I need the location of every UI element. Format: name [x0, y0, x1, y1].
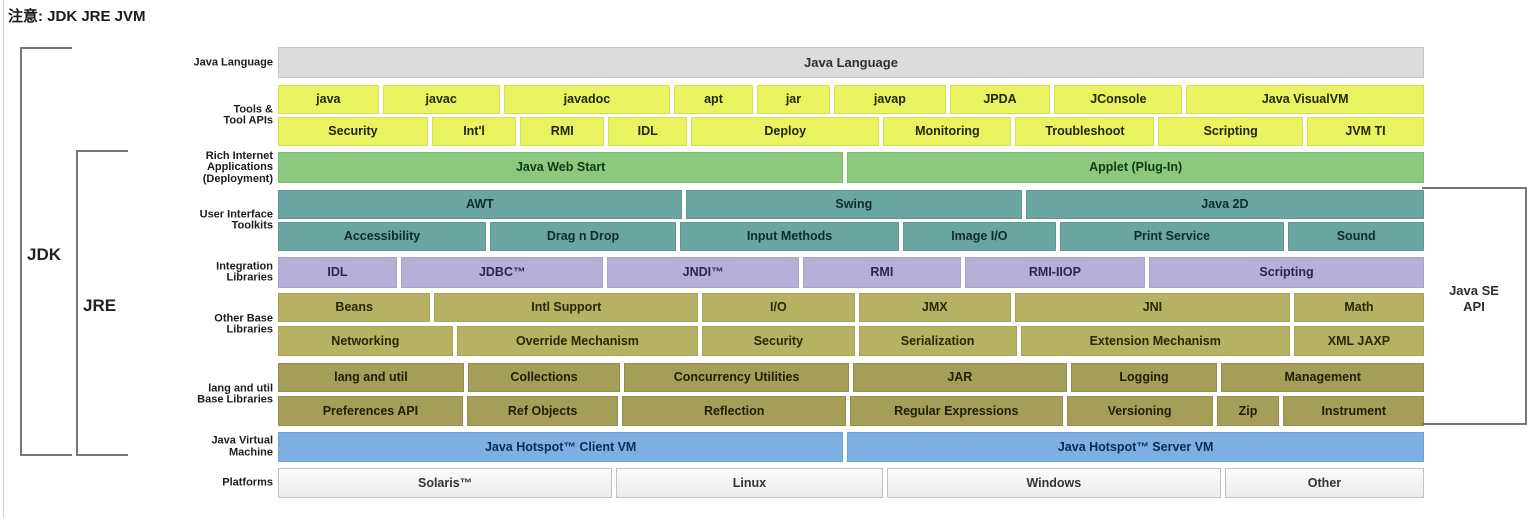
cell-drag-n-drop: Drag n Drop — [490, 222, 676, 251]
cell-idl: IDL — [278, 257, 397, 288]
row-label-tools: Tools & Tool APIs — [223, 103, 274, 127]
cell-jndi: JNDI™ — [607, 257, 799, 288]
cell-concurrency-utilities: Concurrency Utilities — [624, 363, 849, 392]
cell-jconsole: JConsole — [1054, 85, 1183, 114]
cell-java-language: Java Language — [278, 47, 1424, 78]
cell-lang-and-util: lang and util — [278, 363, 464, 392]
cell-i-o: I/O — [702, 293, 855, 322]
cell-scripting: Scripting — [1149, 257, 1424, 288]
cell-jmx: JMX — [858, 293, 1011, 322]
cell-java-web-start: Java Web Start — [278, 152, 844, 183]
cell-logging: Logging — [1070, 363, 1218, 392]
cell-security: Security — [278, 117, 428, 146]
jdk-bracket — [20, 47, 72, 456]
cell-print-service: Print Service — [1059, 222, 1285, 251]
cell-java-hotspot-client-vm: Java Hotspot™ Client VM — [278, 432, 844, 462]
row-label-platforms: Platforms — [222, 476, 273, 489]
cell-networking: Networking — [278, 326, 453, 356]
row-lang: Java Language — [278, 47, 1424, 78]
window-edge-line — [3, 0, 4, 518]
cell-extension-mechanism: Extension Mechanism — [1020, 326, 1290, 356]
cell-input-methods: Input Methods — [679, 222, 900, 251]
row-label-base: Other Base Libraries — [214, 312, 273, 336]
cell-int-l: Int'l — [431, 117, 517, 146]
jdk-label: JDK — [27, 245, 62, 264]
cell-beans: Beans — [278, 293, 431, 322]
java-se-api-bracket — [1422, 187, 1527, 425]
cell-linux: Linux — [616, 468, 883, 498]
row-label-ria: Rich Internet Applications (Deployment) — [202, 149, 273, 185]
cell-jvm-ti: JVM TI — [1306, 117, 1424, 146]
cell-idl: IDL — [608, 117, 688, 146]
cell-awt: AWT — [278, 190, 682, 219]
cell-applet-plug-in: Applet (Plug-In) — [847, 152, 1424, 183]
cell-monitoring: Monitoring — [883, 117, 1012, 146]
cell-jdbc: JDBC™ — [400, 257, 604, 288]
cell-javap: javap — [834, 85, 946, 114]
cell-windows: Windows — [886, 468, 1221, 498]
cell-accessibility: Accessibility — [278, 222, 487, 251]
cell-java: java — [278, 85, 379, 114]
cell-java-visualvm: Java VisualVM — [1186, 85, 1424, 114]
row-label-integration: Integration Libraries — [216, 260, 273, 284]
cell-other: Other — [1224, 468, 1424, 498]
cell-sound: Sound — [1288, 222, 1425, 251]
cell-collections: Collections — [467, 363, 621, 392]
cell-jni: JNI — [1014, 293, 1290, 322]
cell-swing: Swing — [685, 190, 1022, 219]
jre-bracket — [76, 150, 128, 456]
cell-zip: Zip — [1216, 396, 1280, 426]
cell-rmi-iiop: RMI-IIOP — [964, 257, 1146, 288]
cell-instrument: Instrument — [1283, 396, 1424, 426]
cell-jpda: JPDA — [949, 85, 1051, 114]
row-label-jvm: Java Virtual Machine — [211, 434, 273, 458]
cell-serialization: Serialization — [858, 326, 1017, 356]
cell-ref-objects: Ref Objects — [466, 396, 619, 426]
java-se-api-label-line2: API — [1463, 299, 1485, 314]
cell-regular-expressions: Regular Expressions — [849, 396, 1063, 426]
cell-image-i-o: Image I/O — [903, 222, 1056, 251]
cell-apt: apt — [674, 85, 753, 114]
cell-javadoc: javadoc — [503, 85, 671, 114]
jre-label: JRE — [83, 296, 117, 315]
cell-solaris: Solaris™ — [278, 468, 613, 498]
cell-jar: JAR — [853, 363, 1067, 392]
cell-javac: javac — [382, 85, 500, 114]
cell-deploy: Deploy — [691, 117, 880, 146]
row-label-lang: Java Language — [193, 55, 273, 68]
java-se-api-label: Java SE API — [1424, 283, 1524, 315]
cell-jar: jar — [756, 85, 831, 114]
cell-rmi: RMI — [520, 117, 605, 146]
java-se-api-label-line1: Java SE — [1449, 283, 1499, 298]
cell-security: Security — [702, 326, 855, 356]
note-title: 注意: JDK JRE JVM — [8, 8, 146, 25]
cell-scripting: Scripting — [1158, 117, 1303, 146]
cell-reflection: Reflection — [622, 396, 846, 426]
cell-versioning: Versioning — [1066, 396, 1213, 426]
cell-override-mechanism: Override Mechanism — [456, 326, 699, 356]
cell-java-hotspot-server-vm: Java Hotspot™ Server VM — [847, 432, 1424, 462]
cell-preferences-api: Preferences API — [278, 396, 463, 426]
cell-rmi: RMI — [802, 257, 961, 288]
cell-math: Math — [1293, 293, 1425, 322]
row-label-ui: User Interface Toolkits — [199, 208, 273, 232]
cell-intl-support: Intl Support — [434, 293, 699, 322]
cell-xml-jaxp: XML JAXP — [1293, 326, 1424, 356]
cell-java-2d: Java 2D — [1025, 190, 1424, 219]
cell-troubleshoot: Troubleshoot — [1015, 117, 1155, 146]
cell-management: Management — [1221, 363, 1424, 392]
row-label-langutil: lang and util Base Libraries — [197, 382, 273, 406]
